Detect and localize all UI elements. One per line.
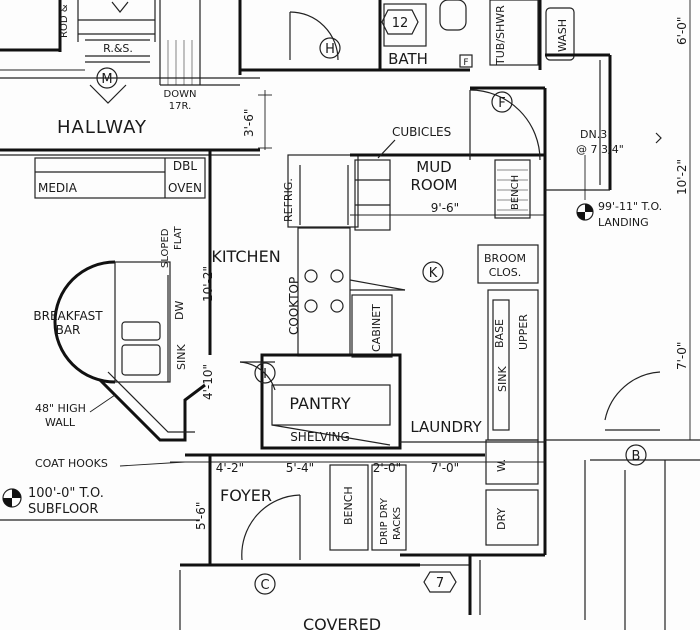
dim-mud-width: 9'-6"	[431, 201, 459, 215]
door-tag-f: F	[491, 91, 513, 113]
label-broom: BROOM	[484, 252, 526, 265]
room-covered: COVERED	[303, 615, 381, 630]
room-bath: BATH	[388, 50, 428, 68]
dim-bar-return: 4'-10"	[201, 364, 215, 400]
upper-stair	[0, 0, 240, 104]
label-r-s: R.&S.	[103, 42, 133, 55]
label-dw: DW	[173, 301, 186, 320]
label-cooktop: COOKTOP	[287, 277, 301, 335]
label-flat: FLAT	[173, 225, 184, 250]
label-refrig: REFRIG.	[282, 178, 295, 222]
label-coat-hooks: COAT HOOKS	[35, 457, 108, 470]
label-dn3: DN.3	[580, 128, 607, 141]
label-f-box: F	[463, 58, 468, 68]
door-tag-m: M	[96, 67, 118, 89]
media-oven-casework	[34, 157, 206, 199]
svg-text:F: F	[498, 96, 505, 111]
bath-area	[238, 0, 575, 90]
room-hallway: HALLWAY	[57, 117, 147, 138]
label-bench-foyer: BENCH	[342, 486, 355, 525]
door-tag-c: C	[254, 573, 276, 595]
label-high-wall: 48" HIGH	[35, 402, 86, 415]
leader-high-wall	[89, 394, 116, 413]
level-target-subfloor	[2, 488, 22, 508]
label-sloped: SLOPED	[160, 228, 171, 268]
label-tub-shower: TUB/SHWR	[494, 5, 507, 66]
svg-text:C: C	[260, 578, 269, 593]
label-sink-laundry: SINK	[496, 366, 509, 392]
pantry	[239, 353, 402, 450]
label-bench-mud: BENCH	[510, 175, 521, 210]
door-tag-12: 12	[381, 9, 419, 35]
label-wall: WALL	[45, 416, 76, 429]
room-laundry: LAUNDRY	[410, 418, 482, 436]
foyer	[0, 453, 545, 630]
dim-hall-depth: 3'-6"	[242, 109, 256, 137]
svg-text:7: 7	[436, 576, 444, 591]
svg-text:B: B	[632, 449, 641, 464]
landing-area	[469, 0, 700, 630]
door-tag-i: I	[254, 362, 276, 384]
door-tag-h: H	[319, 37, 341, 59]
arrow-landing	[655, 132, 662, 144]
door-tag-k: K	[422, 261, 444, 283]
svg-text:12: 12	[392, 16, 409, 31]
label-upper: UPPER	[517, 314, 530, 350]
label-oven: OVEN	[168, 181, 202, 195]
room-mud-2: ROOM	[411, 176, 458, 194]
dim-right-top: 6'-0"	[675, 17, 689, 45]
label-down: DOWN	[164, 89, 197, 100]
dim-foyer-depth: 5'-6"	[194, 502, 208, 530]
label-sink-kitchen: SINK	[175, 344, 188, 370]
room-foyer: FOYER	[220, 486, 272, 505]
svg-text:M: M	[101, 72, 112, 87]
label-dryer: DRY	[495, 508, 508, 530]
room-breakfast-2: BAR	[56, 323, 81, 337]
room-pantry: PANTRY	[289, 394, 350, 413]
label-dbl: DBL	[173, 159, 197, 173]
label-wash: WASH	[556, 19, 569, 52]
dim-foyer-4: 7'-0"	[431, 461, 459, 475]
svg-text:H: H	[325, 42, 335, 57]
label-washer: W.	[495, 459, 508, 472]
room-breakfast: BREAKFAST	[33, 309, 103, 323]
mud-room	[350, 139, 545, 284]
level-target-landing	[576, 203, 594, 221]
breakfast-bar	[53, 260, 206, 442]
dim-foyer-3: 2'-0"	[373, 461, 401, 475]
subfloor-elevation: 100'-0" T.O.	[28, 486, 104, 501]
svg-text:I: I	[263, 367, 267, 382]
label-clos: CLOS.	[489, 266, 522, 279]
dim-right-mid: 10'-2"	[675, 159, 689, 195]
leader-coat-hooks	[119, 461, 186, 467]
room-mud: MUD	[416, 158, 451, 176]
door-tag-7: 7	[423, 571, 457, 593]
door-tag-b: B	[625, 444, 647, 466]
svg-text:K: K	[429, 266, 438, 281]
dim-right-low: 7'-0"	[675, 342, 689, 370]
label-racks: RACKS	[392, 507, 403, 540]
label-rod: ROD &	[59, 4, 70, 38]
label-17r: 17R.	[169, 101, 192, 112]
dim-foyer-2: 5'-4"	[286, 461, 314, 475]
room-kitchen: KITCHEN	[211, 247, 280, 266]
label-dn3-rise: @ 7 3/4"	[576, 143, 624, 156]
label-shelving: SHELVING	[290, 430, 350, 444]
landing-label: LANDING	[598, 216, 649, 229]
label-base: BASE	[493, 319, 506, 348]
landing-elevation: 99'-11" T.O.	[598, 200, 662, 213]
dim-kitchen-depth: 10'-2"	[201, 266, 215, 302]
label-cubicles: CUBICLES	[392, 125, 451, 139]
label-cabinet: CABINET	[370, 304, 383, 352]
dim-foyer-1: 4'-2"	[216, 461, 244, 475]
subfloor-label: SUBFLOOR	[28, 502, 98, 517]
laundry	[400, 88, 547, 557]
label-drip-dry: DRIP DRY	[379, 497, 390, 545]
label-media: MEDIA	[38, 181, 78, 195]
